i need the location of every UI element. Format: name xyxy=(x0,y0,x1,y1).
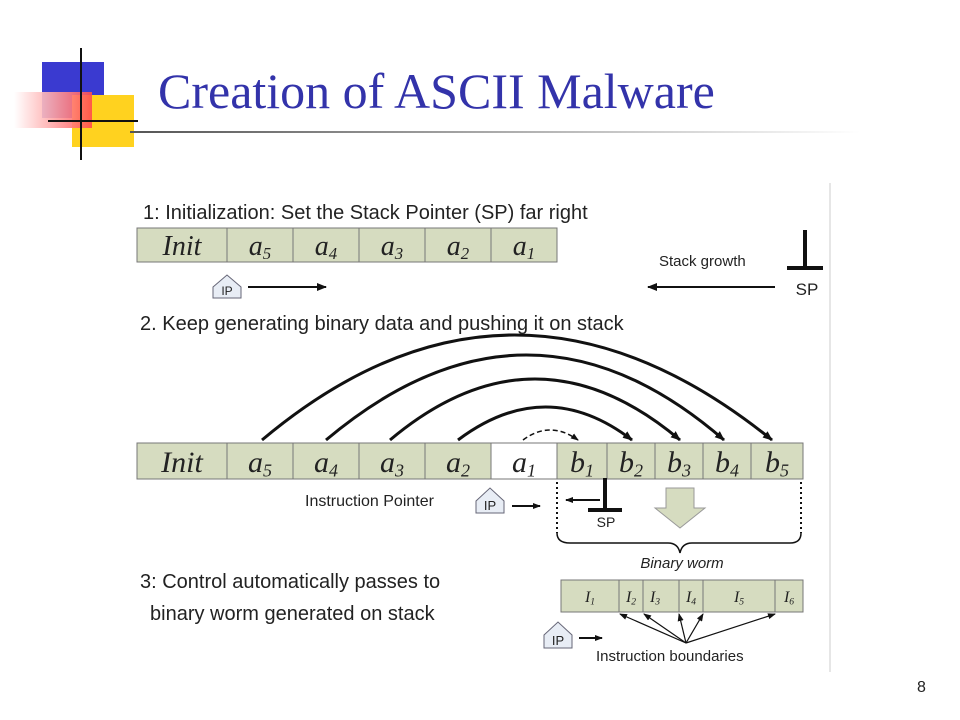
ip-marker: IP xyxy=(212,274,242,299)
worm-down-arrow xyxy=(653,487,707,529)
stack-cell: a3 xyxy=(358,227,426,263)
instruction-cell: I4 xyxy=(678,579,704,613)
instruction-pointer-label: Instruction Pointer xyxy=(305,493,435,510)
sp-marker xyxy=(787,230,823,270)
instruction-cell: I6 xyxy=(774,579,804,613)
cell-label: b1 xyxy=(570,446,594,481)
logo-horizontal-line xyxy=(48,120,138,122)
arc-a3-b3 xyxy=(389,377,681,442)
stack-cell-empty: a1 xyxy=(490,442,558,481)
instruction-cell: I2 xyxy=(618,579,644,613)
stack-cell: a1 xyxy=(490,227,558,263)
cell-label: b2 xyxy=(619,446,643,481)
title-underline xyxy=(130,131,860,133)
cell-label: I5 xyxy=(733,589,744,607)
stack-cell: a4 xyxy=(292,442,360,481)
instruction-cell: I3 xyxy=(642,579,680,613)
ip-label: IP xyxy=(221,284,232,298)
stack-cell: b5 xyxy=(750,442,804,481)
sp-label: SP xyxy=(597,514,616,530)
step3-heading-line1: 3: Control automatically passes to xyxy=(140,571,440,593)
binary-worm-brace xyxy=(556,532,802,554)
stack-cell: a5 xyxy=(226,227,294,263)
cell-label: I2 xyxy=(625,589,636,607)
cell-label: a5 xyxy=(248,446,272,481)
cell-label: Init xyxy=(160,446,203,479)
cell-label: I6 xyxy=(783,589,794,607)
step1-stack-row: Init a5 a4 a3 a2 a1 xyxy=(136,227,558,263)
arc-a1-b1-dashed xyxy=(522,429,579,441)
stack-cell: a3 xyxy=(358,442,426,481)
page-number: 8 xyxy=(917,679,926,696)
logo-vertical-line xyxy=(80,48,82,160)
step3-heading-line2: binary worm generated on stack xyxy=(150,603,436,625)
cell-label: a1 xyxy=(513,231,535,263)
cell-label: a4 xyxy=(315,231,338,263)
logo-red-square xyxy=(14,92,92,128)
stack-cell: a4 xyxy=(292,227,360,263)
cell-label: I3 xyxy=(649,589,660,607)
instruction-cell: I1 xyxy=(560,579,620,613)
stack-cell: Init xyxy=(136,227,228,263)
step2-heading: 2. Keep generating binary data and pushi… xyxy=(140,313,625,335)
cell-label: Init xyxy=(162,231,203,262)
sp-marker xyxy=(588,478,622,512)
instruction-cell: I5 xyxy=(702,579,776,613)
step2-stack-row: Init a5 a4 a3 a2 a1 b1 b2 xyxy=(136,442,804,481)
cell-label: I1 xyxy=(584,589,595,607)
stack-growth-label: Stack growth xyxy=(659,253,746,270)
ip-label: IP xyxy=(552,633,564,648)
cell-label: b5 xyxy=(765,446,789,481)
arc-a4-b4 xyxy=(325,353,725,442)
instruction-row: I1 I2 I3 I4 I5 I6 xyxy=(560,579,804,613)
ip-marker: IP xyxy=(475,487,505,514)
ip-marker: IP xyxy=(543,621,573,649)
stack-cell: a5 xyxy=(226,442,294,481)
cell-label: a3 xyxy=(380,446,404,481)
arc-a5-b5 xyxy=(261,333,773,442)
cell-label: a3 xyxy=(381,231,403,263)
arc-a2-b2 xyxy=(457,405,633,442)
stack-cell: b1 xyxy=(556,442,608,481)
stack-cell: b4 xyxy=(702,442,752,481)
cell-label: a2 xyxy=(447,231,470,263)
cell-label: I4 xyxy=(685,589,696,607)
binary-worm-label: Binary worm xyxy=(640,555,723,572)
step1-heading: 1: Initialization: Set the Stack Pointer… xyxy=(143,202,588,224)
boundary-arrows xyxy=(619,613,776,644)
stack-cell: b3 xyxy=(654,442,704,481)
push-arcs xyxy=(261,333,773,442)
stack-cell: a2 xyxy=(424,442,492,481)
stack-cell: a2 xyxy=(424,227,492,263)
cell-label: b4 xyxy=(715,446,739,481)
cell-label: a5 xyxy=(249,231,271,263)
cell-label: a4 xyxy=(314,446,338,481)
ip-label: IP xyxy=(484,498,496,513)
sp-label: SP xyxy=(796,280,819,299)
instruction-boundaries-label: Instruction boundaries xyxy=(596,648,744,665)
cell-label: a1 xyxy=(512,446,536,481)
cell-label: b3 xyxy=(667,446,691,481)
stack-cell: Init xyxy=(136,442,228,480)
stack-cell: b2 xyxy=(606,442,656,481)
slide-title: Creation of ASCII Malware xyxy=(158,63,715,119)
cell-label: a2 xyxy=(446,446,470,481)
